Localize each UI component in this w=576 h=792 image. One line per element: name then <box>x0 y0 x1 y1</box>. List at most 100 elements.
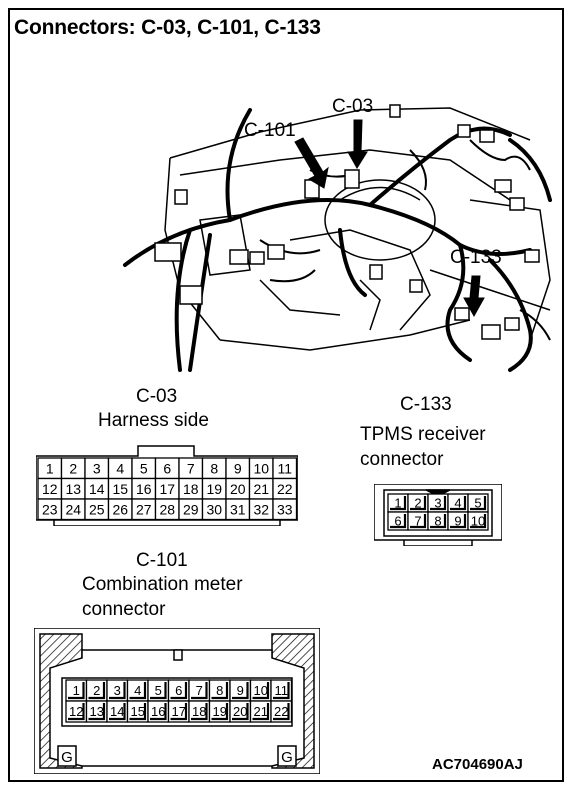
pin-number: 19 <box>206 481 222 497</box>
pin-cell-shadow <box>430 514 447 529</box>
dashboard-illustration <box>123 104 552 372</box>
pin-number: 5 <box>474 496 481 511</box>
pin-number: 18 <box>183 481 199 497</box>
pin-number: 33 <box>277 501 293 517</box>
pin-cell-shadow <box>273 703 290 721</box>
pin-number: 22 <box>274 704 288 719</box>
pin-cell-shadow <box>211 682 229 700</box>
pin-number: 5 <box>155 683 162 698</box>
pin-cell-shadow <box>170 682 188 700</box>
pin-number: 31 <box>230 501 246 517</box>
pin-number: 2 <box>69 460 77 476</box>
pin-number: 9 <box>237 683 244 698</box>
pin-number: 10 <box>471 514 485 529</box>
pin-number: 23 <box>42 501 58 517</box>
pin-cell-shadow <box>252 703 270 721</box>
pin-number: 21 <box>254 704 268 719</box>
pin-number: 1 <box>73 683 80 698</box>
pin-cell <box>467 511 489 531</box>
pin-number: 19 <box>213 704 227 719</box>
pin-cell-shadow <box>129 703 147 721</box>
pin-cell-shadow <box>170 703 188 721</box>
pin-number: 29 <box>183 501 199 517</box>
pin-cell-shadow <box>410 496 427 511</box>
pin-number: 6 <box>394 514 401 529</box>
pin-number: 13 <box>90 704 104 719</box>
pin-cell <box>272 498 298 521</box>
pin-number: 13 <box>65 481 81 497</box>
pin-number: 11 <box>275 683 289 698</box>
pin-cell-shadow <box>88 682 106 700</box>
pin-cell-shadow <box>410 514 427 529</box>
pin-cell-shadow <box>109 703 126 721</box>
pin-cell-shadow <box>450 496 467 511</box>
pin-number: 7 <box>187 460 195 476</box>
pin-number: 3 <box>93 460 101 476</box>
pin-number: 4 <box>134 683 141 698</box>
pin-cell-shadow <box>211 703 229 721</box>
pin-number: 15 <box>112 481 128 497</box>
pin-cell-shadow <box>68 682 85 700</box>
pin-number: 15 <box>131 704 145 719</box>
pin-number: 25 <box>89 501 105 517</box>
callout-c133: C-133 <box>450 247 502 268</box>
c101-name: C-101 <box>136 550 188 571</box>
pin-cell-shadow <box>450 514 467 529</box>
pin-cell-shadow <box>150 703 167 721</box>
pin-number: 22 <box>277 481 293 497</box>
pin-number: 32 <box>253 501 269 517</box>
pin-cell-shadow <box>390 514 407 529</box>
c101-line1: Combination meter <box>82 574 243 595</box>
c133-line2: connector <box>360 449 444 470</box>
pin-number: 8 <box>216 683 223 698</box>
pin-cell-shadow <box>390 496 407 511</box>
pin-number: 9 <box>454 514 461 529</box>
pin-number: 1 <box>46 460 54 476</box>
pin-number: 7 <box>196 683 203 698</box>
ground-terminal-right <box>277 745 297 767</box>
pin-number: 21 <box>253 481 269 497</box>
pin-number: 6 <box>163 460 171 476</box>
pin-number: 20 <box>230 481 246 497</box>
pin-number: 27 <box>136 501 152 517</box>
callout-c03: C-03 <box>332 96 374 117</box>
pin-number: 24 <box>65 501 81 517</box>
pin-number: 7 <box>414 514 421 529</box>
pin-number: 8 <box>434 514 441 529</box>
pin-cell-shadow <box>232 682 249 700</box>
pin-cell-shadow <box>191 703 208 721</box>
pin-number: 9 <box>234 460 242 476</box>
pin-number: 8 <box>210 460 218 476</box>
pin-cell-shadow <box>273 682 290 700</box>
pin-cell-shadow <box>232 703 249 721</box>
diagram-frame <box>8 8 564 782</box>
pin-number: 28 <box>159 501 175 517</box>
pin-number: 11 <box>277 460 292 476</box>
figure-code: AC704690AJ <box>432 756 523 773</box>
pin-number: 5 <box>140 460 148 476</box>
pin-cell-shadow <box>150 682 167 700</box>
pin-number: 17 <box>172 704 186 719</box>
pin-number: 4 <box>454 496 461 511</box>
ground-label-right: G <box>281 749 293 766</box>
pin-cell-shadow <box>88 703 106 721</box>
pin-number: 14 <box>89 481 105 497</box>
pin-number: 3 <box>114 683 121 698</box>
pin-cell-shadow <box>470 514 487 529</box>
pin-number: 26 <box>112 501 128 517</box>
c03-name: C-03 <box>136 386 178 407</box>
callout-c101: C-101 <box>244 120 296 141</box>
pin-number: 18 <box>192 704 206 719</box>
pin-number: 17 <box>159 481 175 497</box>
pin-cell-shadow <box>109 682 126 700</box>
pin-number: 20 <box>233 704 247 719</box>
ground-terminal-left <box>57 745 77 767</box>
pin-number: 16 <box>151 704 165 719</box>
pin-cell-shadow <box>191 682 208 700</box>
pin-number: 30 <box>206 501 222 517</box>
pin-number: 10 <box>254 683 268 698</box>
pin-cell-shadow <box>129 682 147 700</box>
